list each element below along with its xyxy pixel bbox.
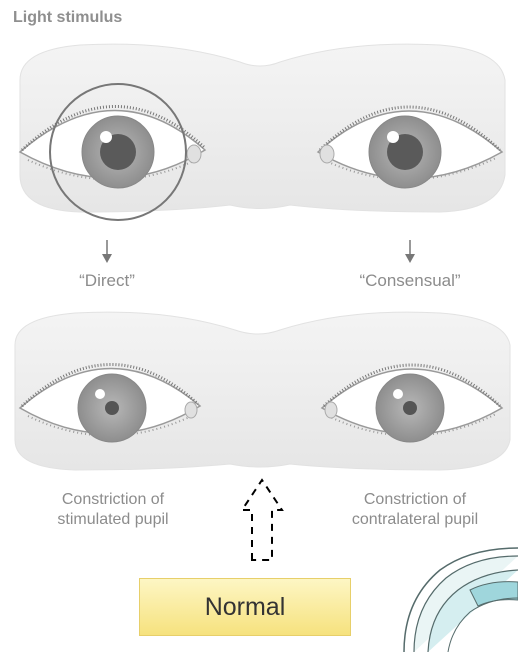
direct-arrow-icon bbox=[102, 240, 112, 263]
right-caption: Constriction of contralateral pupil bbox=[325, 490, 505, 530]
right-caption-line2: contralateral pupil bbox=[325, 510, 505, 530]
left-caption-line2: stimulated pupil bbox=[28, 510, 198, 530]
left-caption: Constriction of stimulated pupil bbox=[28, 490, 198, 530]
consensual-label: “Consensual” bbox=[345, 271, 475, 291]
right-caption-line1: Constriction of bbox=[325, 490, 505, 510]
diagram-title: Light stimulus bbox=[13, 9, 122, 27]
consensual-arrow-icon bbox=[405, 240, 415, 263]
normal-result-box: Normal bbox=[139, 578, 351, 636]
dashed-up-arrow-icon bbox=[242, 480, 282, 560]
eye-cross-section-illustration bbox=[404, 548, 518, 652]
direct-label: “Direct” bbox=[57, 271, 157, 291]
left-caption-line1: Constriction of bbox=[28, 490, 198, 510]
